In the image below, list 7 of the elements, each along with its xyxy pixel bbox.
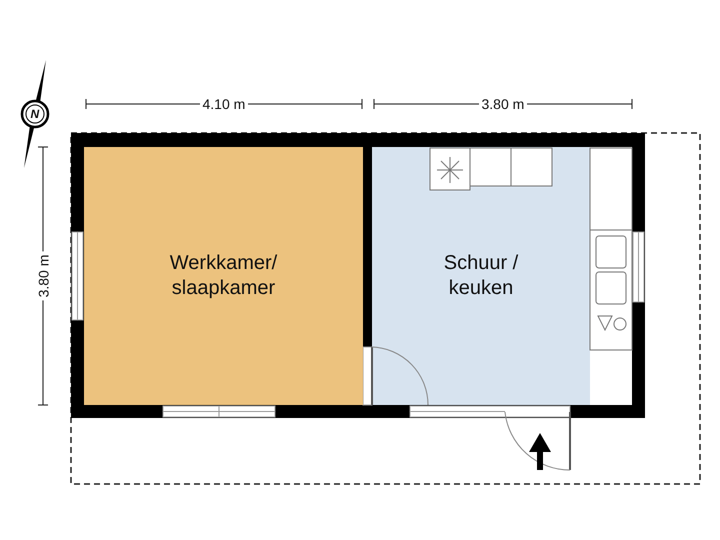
room-area [372, 147, 590, 405]
room-area [84, 147, 363, 405]
compass-letter: N [30, 106, 40, 122]
room-name: Werkkamer/ slaapkamer [168, 251, 278, 301]
dimension-label: 4.10 m [200, 96, 248, 112]
dimension-label: 3.80 m [478, 96, 528, 112]
room-name: Schuur / keuken [442, 251, 520, 301]
